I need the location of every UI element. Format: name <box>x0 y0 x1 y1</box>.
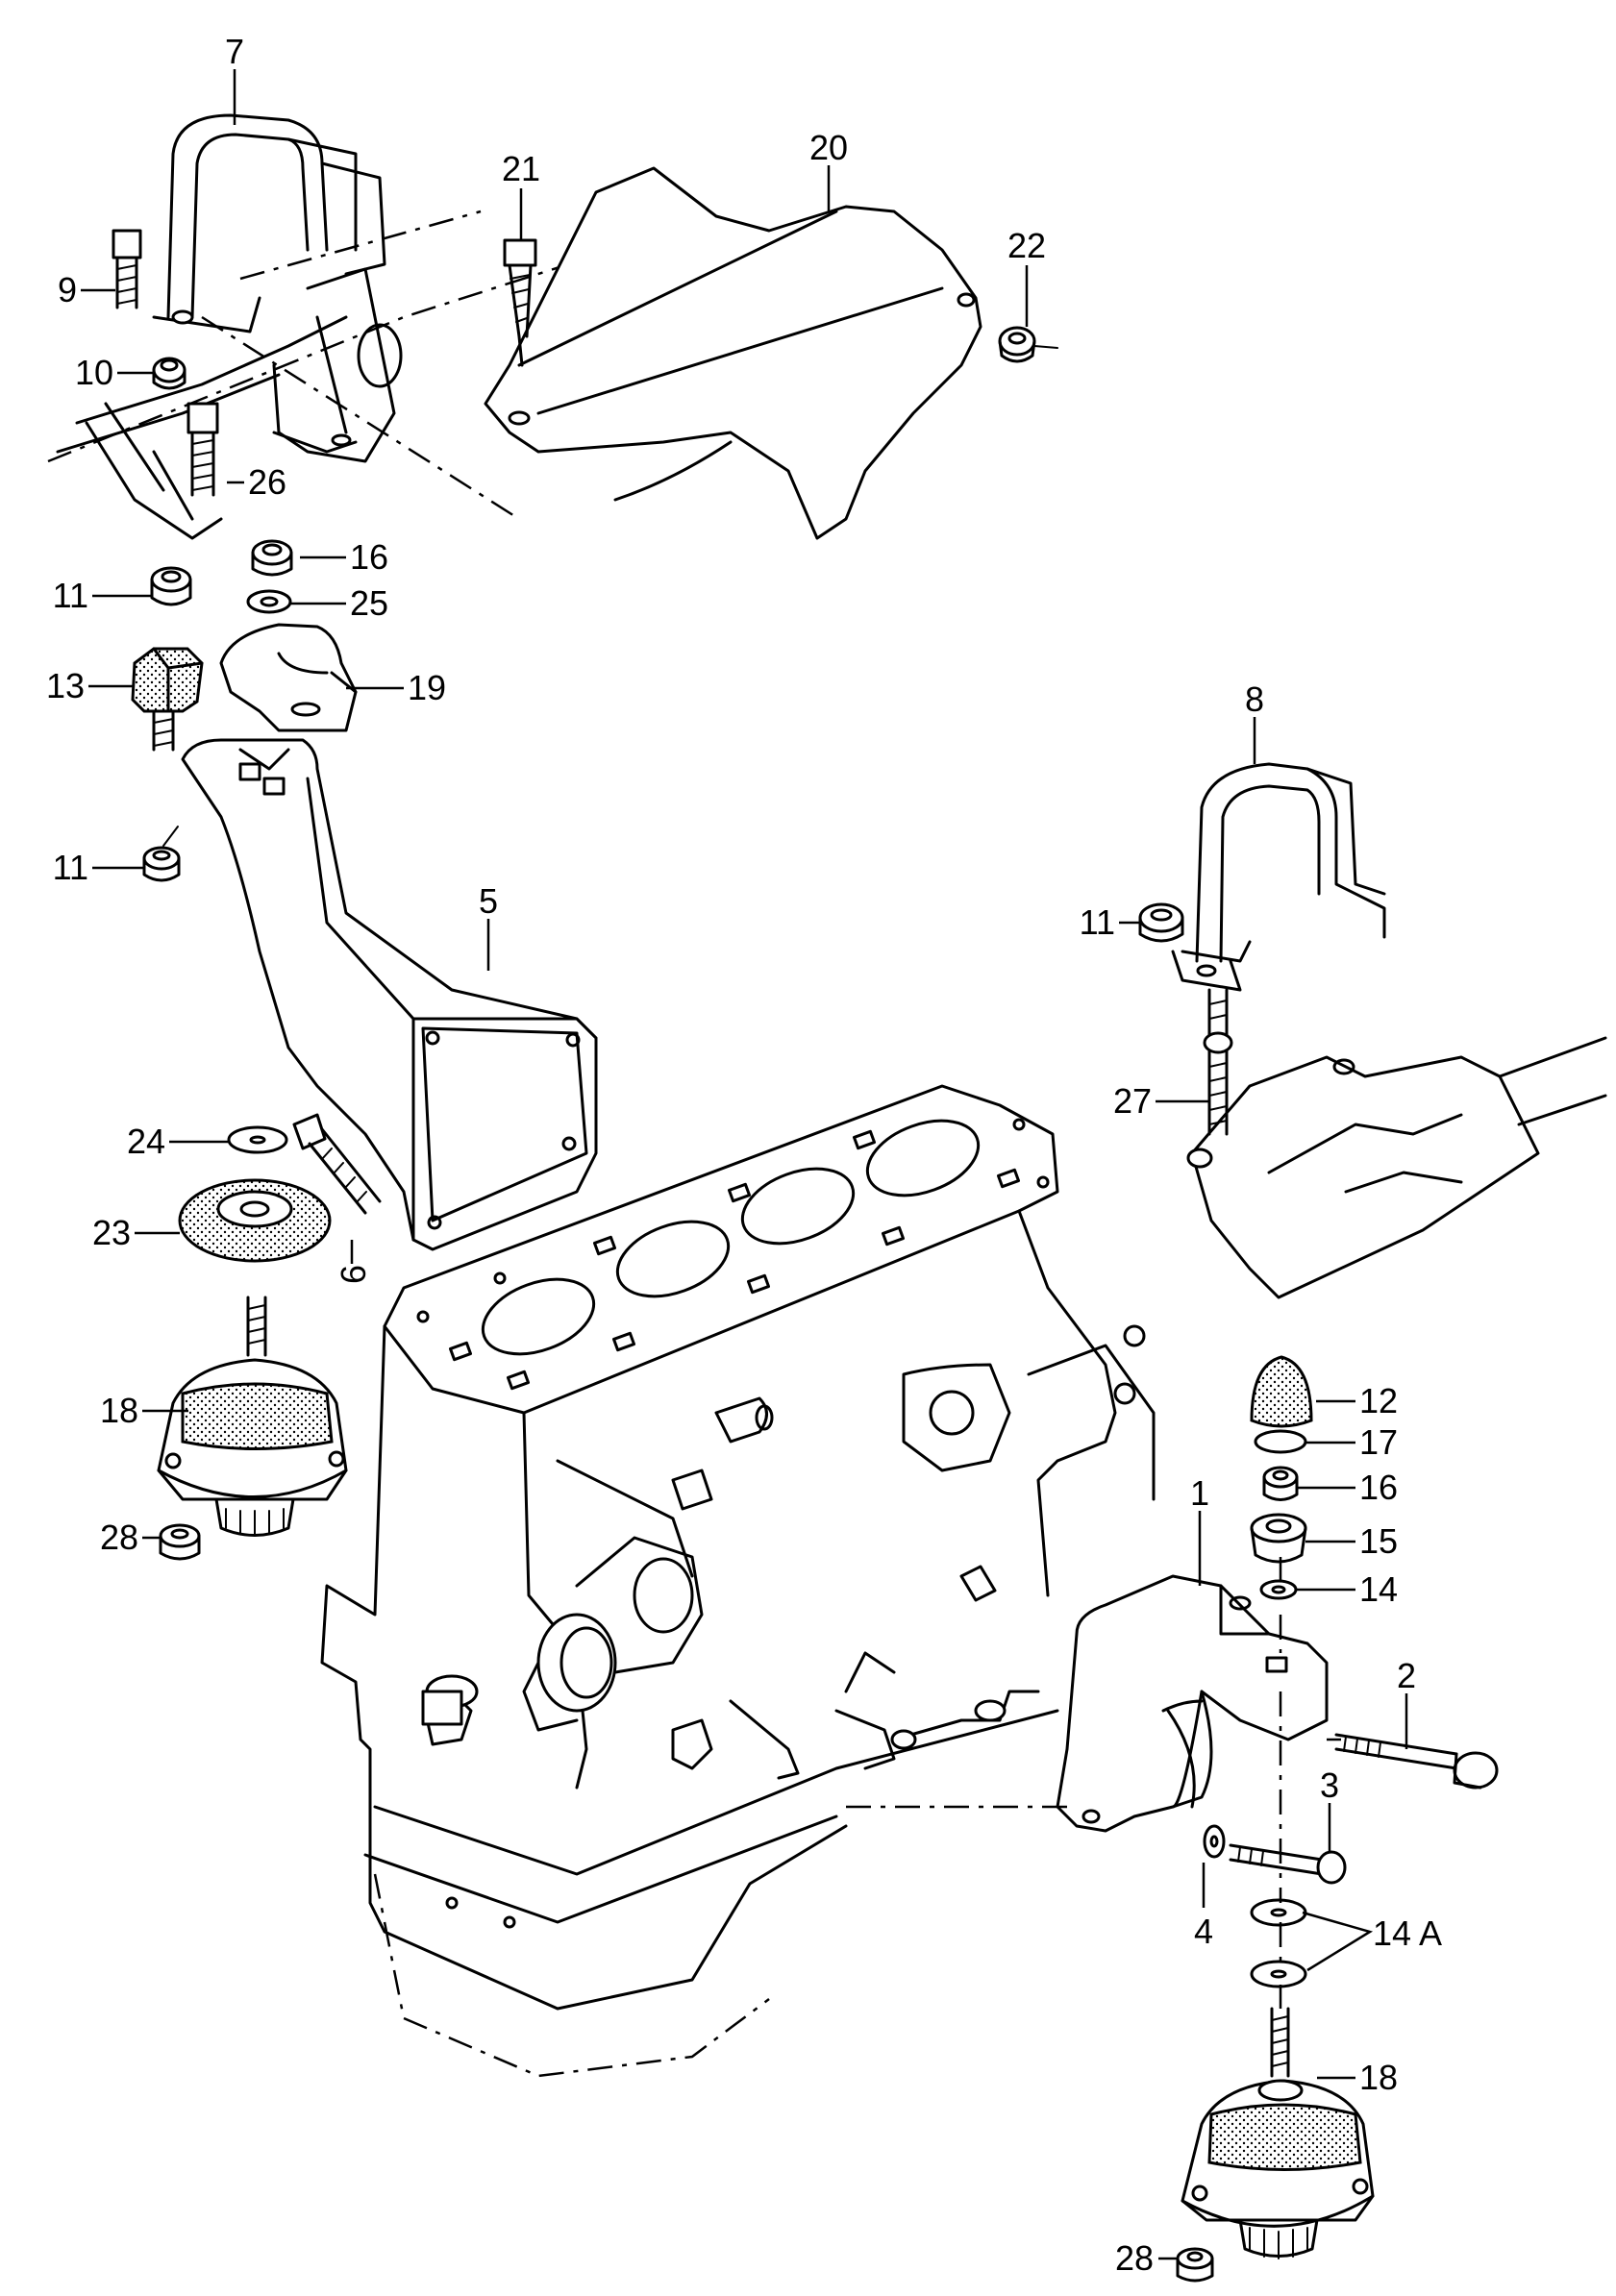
callout-28-right: 28 <box>1115 2238 1154 2278</box>
callout-5: 5 <box>479 881 498 921</box>
callout-18-right: 18 <box>1359 2058 1398 2097</box>
right-side-assembly <box>846 762 1607 2283</box>
part-10-nut <box>152 357 186 390</box>
part-12-cap <box>1250 1355 1313 1428</box>
part-11-nut-left <box>142 826 181 882</box>
part-17-ring <box>1254 1429 1307 1454</box>
chassis-rail-left <box>47 210 674 540</box>
callout-11-upper: 11 <box>53 576 88 615</box>
callout-3: 3 <box>1320 1765 1339 1805</box>
part-11-nut-right <box>1138 902 1184 943</box>
front-crank-seal <box>522 1613 617 1732</box>
leader-lines <box>81 69 1408 2260</box>
part-18-mount-left <box>157 1296 348 1537</box>
part-16-nut-right <box>1262 1466 1299 1501</box>
part-24-washer <box>227 1125 288 1154</box>
callout-18-left: 18 <box>100 1391 138 1430</box>
engine-flange <box>902 1324 1156 1501</box>
callout-7: 7 <box>225 32 244 71</box>
callout-2: 2 <box>1397 1656 1416 1695</box>
part-13-buffer <box>131 647 204 752</box>
callout-6: 6 <box>334 1265 373 1284</box>
part-23-damper <box>178 1178 332 1263</box>
part-11-nut-upper <box>150 566 192 606</box>
callout-14: 14 <box>1359 1569 1398 1609</box>
callout-26: 26 <box>248 462 286 502</box>
part-8-strap <box>1171 762 1386 992</box>
callout-13: 13 <box>46 666 85 705</box>
callout-25: 25 <box>350 583 388 623</box>
part-9-bolt <box>112 229 142 309</box>
part-25-washer <box>246 589 292 614</box>
callout-1: 1 <box>1190 1473 1209 1513</box>
callout-28-left: 28 <box>100 1518 138 1557</box>
callout-22: 22 <box>1007 226 1046 265</box>
frame-bracket-left <box>272 267 403 463</box>
callout-24: 24 <box>127 1122 165 1161</box>
front-stud <box>421 1674 479 1726</box>
callout-11-right: 11 <box>1080 902 1115 942</box>
part-18-mount-right <box>1181 2007 1375 2259</box>
part-28-nut-right <box>1176 2247 1214 2283</box>
part-14-washer <box>1259 1579 1298 1600</box>
callout-17: 17 <box>1359 1422 1398 1462</box>
part-15-bushing <box>1250 1513 1307 1564</box>
callout-21: 21 <box>502 149 540 188</box>
callout-8: 8 <box>1245 679 1264 719</box>
part-3-bolt <box>1229 1843 1347 1885</box>
part-14a-washers <box>1250 1898 1307 1988</box>
callout-23: 23 <box>92 1213 131 1252</box>
part-5-engine-bracket <box>181 738 598 1251</box>
part-16-nut-upper <box>251 539 293 577</box>
callout-12: 12 <box>1359 1381 1398 1420</box>
callout-9: 9 <box>58 270 77 309</box>
callout-15: 15 <box>1359 1521 1398 1561</box>
callout-11-left: 11 <box>53 848 88 887</box>
part-22-nut <box>998 326 1058 363</box>
linkage <box>729 1651 1040 1780</box>
part-26-bolt <box>186 402 219 497</box>
head-gasket <box>383 1084 1059 1415</box>
front-cover-plate <box>556 1459 704 1674</box>
callout-4: 4 <box>1194 1912 1213 1951</box>
callout-16-right: 16 <box>1359 1468 1398 1507</box>
part-2-bolt <box>1334 1733 1499 1790</box>
part-27-bolt <box>1203 988 1233 1136</box>
callout-27: 27 <box>1113 1081 1152 1121</box>
part-21-screw <box>503 238 537 367</box>
sensor-boss <box>671 1396 774 1511</box>
callout-20: 20 <box>809 128 848 167</box>
callout-10: 10 <box>75 353 113 392</box>
callout-14a: 14 A <box>1373 1913 1442 1953</box>
frame-plate-right <box>1186 1036 1607 1299</box>
engine-block <box>320 1084 1156 2078</box>
callout-19: 19 <box>408 668 446 707</box>
part-4-washer <box>1203 1824 1226 1859</box>
part-1-bracket <box>1056 1574 1329 1833</box>
callout-labels: 7 9 10 26 11 16 25 19 13 11 21 20 22 5 2… <box>46 32 1442 2278</box>
callout-16-upper: 16 <box>350 537 388 577</box>
part-20-heat-shield <box>484 166 982 540</box>
part-19-support <box>219 623 358 732</box>
upper-left-bracket-assembly <box>47 113 674 1561</box>
part-6-bolt <box>292 1113 382 1215</box>
part-7-strap <box>152 113 386 333</box>
part-28-nut-left <box>159 1523 201 1561</box>
